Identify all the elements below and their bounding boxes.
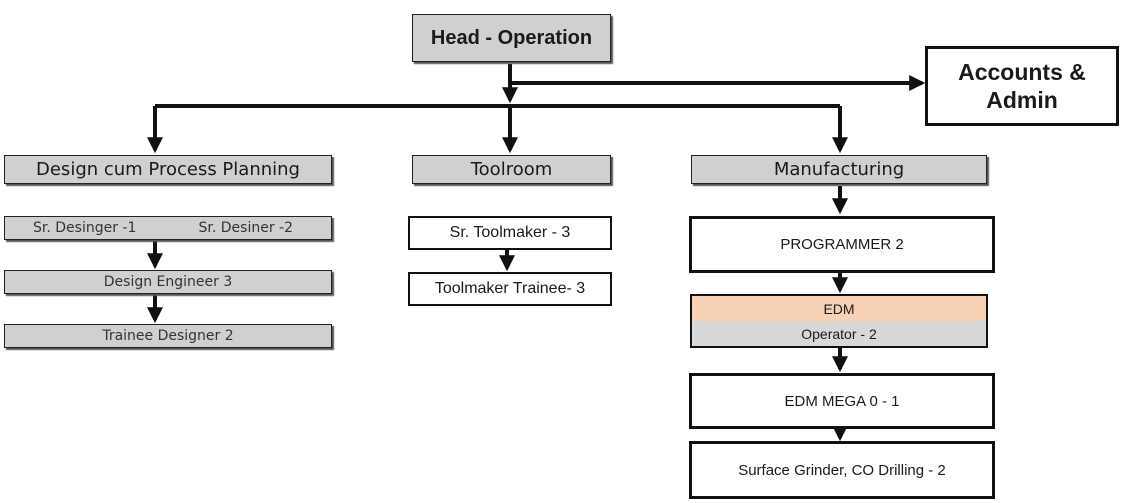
edm-operator-label: Operator - 2 bbox=[801, 325, 877, 342]
senior-designer-2-label: Sr. Desiner -2 bbox=[198, 220, 294, 236]
manufacturing-department-label: Manufacturing bbox=[773, 159, 905, 180]
edm-box: EDM Operator - 2 bbox=[690, 294, 988, 348]
senior-designer-1-label: Sr. Desinger -1 bbox=[33, 220, 137, 236]
trainee-designer-box: Trainee Designer 2 bbox=[4, 324, 332, 348]
edm-title-label: EDM bbox=[823, 300, 855, 317]
surface-grinder-label: Surface Grinder, CO Drilling - 2 bbox=[738, 461, 946, 479]
surface-grinder-box: Surface Grinder, CO Drilling - 2 bbox=[689, 441, 995, 499]
programmer-label: PROGRAMMER 2 bbox=[780, 236, 904, 253]
design-engineer-label: Design Engineer 3 bbox=[103, 274, 233, 290]
toolroom-department-label: Toolroom bbox=[470, 159, 553, 180]
edm-title-band: EDM bbox=[692, 296, 986, 321]
programmer-box: PROGRAMMER 2 bbox=[689, 216, 995, 273]
senior-designers-box: Sr. Desinger -1 Sr. Desiner -2 bbox=[4, 216, 332, 240]
trainee-designer-label: Trainee Designer 2 bbox=[102, 328, 234, 344]
head-operation-box: Head - Operation bbox=[412, 14, 611, 62]
design-department-label: Design cum Process Planning bbox=[36, 159, 300, 180]
edm-operator-band: Operator - 2 bbox=[692, 321, 986, 346]
head-operation-label: Head - Operation bbox=[430, 26, 593, 49]
design-engineer-box: Design Engineer 3 bbox=[4, 270, 332, 294]
design-process-planning-box: Design cum Process Planning bbox=[4, 155, 332, 184]
manufacturing-box: Manufacturing bbox=[691, 155, 987, 184]
toolroom-box: Toolroom bbox=[412, 155, 611, 184]
senior-toolmaker-label: Sr. Toolmaker - 3 bbox=[449, 224, 571, 241]
accounts-line1: Accounts & bbox=[958, 59, 1086, 85]
accounts-admin-box: Accounts & Admin bbox=[925, 46, 1119, 126]
senior-toolmaker-box: Sr. Toolmaker - 3 bbox=[408, 216, 612, 250]
edm-mega-box: EDM MEGA 0 - 1 bbox=[689, 373, 995, 429]
toolmaker-trainee-box: Toolmaker Trainee- 3 bbox=[408, 272, 612, 306]
toolmaker-trainee-label: Toolmaker Trainee- 3 bbox=[434, 280, 586, 297]
edm-mega-label: EDM MEGA 0 - 1 bbox=[784, 392, 900, 410]
accounts-line2: Admin bbox=[986, 87, 1058, 113]
